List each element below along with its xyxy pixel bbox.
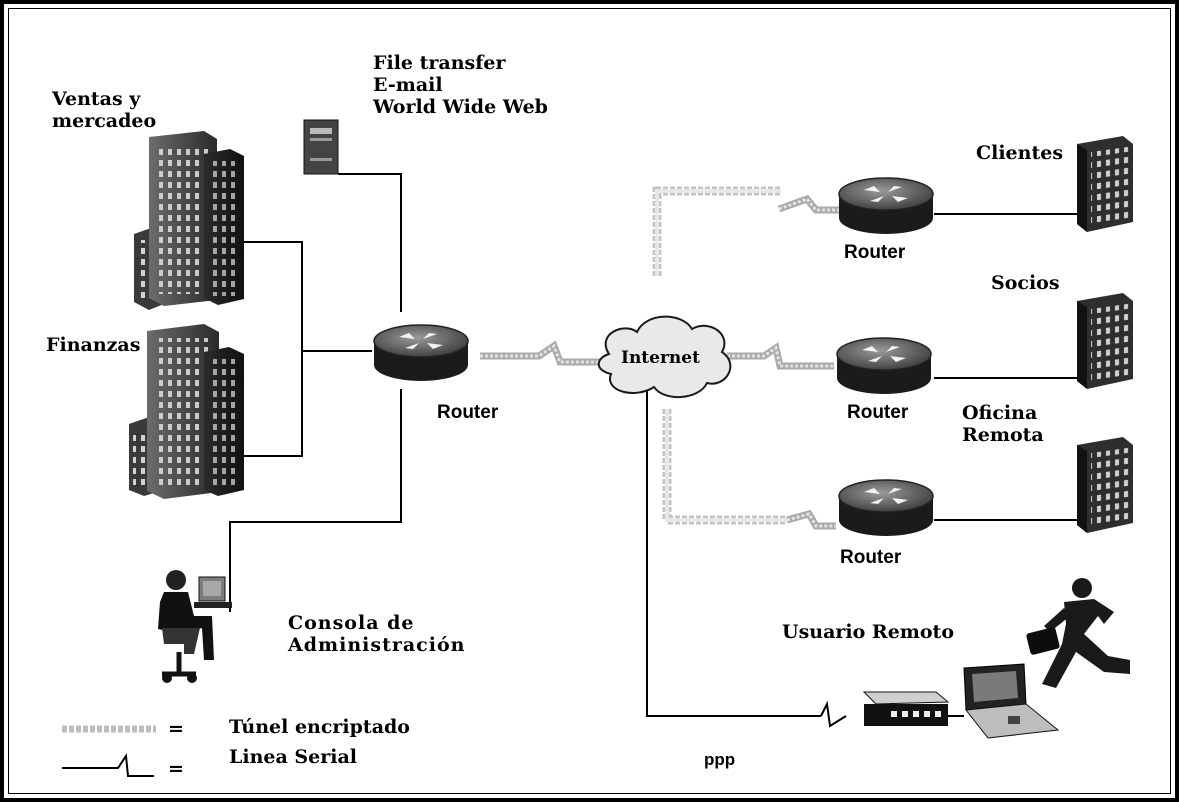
clients-building-icon xyxy=(1077,136,1133,232)
service-file-transfer: File transfer xyxy=(373,52,506,74)
partners-router-icon xyxy=(836,337,932,395)
partners-label: Socios xyxy=(991,272,1060,294)
sales-label: Ventas y mercadeo xyxy=(52,88,156,132)
serial-lines xyxy=(480,194,847,728)
clients-router-label: Router xyxy=(844,242,906,263)
diagram-graphics xyxy=(62,119,1133,777)
laptop-icon xyxy=(963,663,1060,739)
network-cables xyxy=(229,173,1077,717)
legend-equals-tunnel: = xyxy=(168,718,184,740)
remote-office-building-icon xyxy=(1077,437,1133,533)
admin-console-label: Consola de Administración xyxy=(288,612,465,656)
finance-label: Finanzas xyxy=(46,334,141,356)
admin-console-line2: Administración xyxy=(288,634,466,656)
partners-router-label: Router xyxy=(847,402,909,423)
sales-building-icon xyxy=(134,131,244,310)
legend-symbols xyxy=(62,725,156,777)
services-label: File transfer E-mail World Wide Web xyxy=(373,52,548,118)
remote-office-router-label: Router xyxy=(840,547,902,568)
admin-console-line1: Consola de xyxy=(288,612,415,634)
sales-label-line2: mercadeo xyxy=(52,110,157,132)
remote-office-router-icon xyxy=(838,479,934,537)
service-email: E-mail xyxy=(373,74,443,96)
remote-user-icon xyxy=(1026,578,1130,688)
admin-person-icon xyxy=(158,570,232,683)
modem-icon xyxy=(862,691,950,726)
finance-building-icon xyxy=(129,324,244,499)
legend-serial-label: Linea Serial xyxy=(229,746,357,768)
remote-office-line1: Oficina xyxy=(962,402,1038,424)
legend-tunnel-label: Túnel encriptado xyxy=(229,716,410,738)
remote-office-line2: Remota xyxy=(962,424,1044,446)
clients-router-icon xyxy=(838,177,934,235)
main-router-label: Router xyxy=(437,402,499,423)
service-www: World Wide Web xyxy=(373,96,548,118)
clients-label: Clientes xyxy=(976,142,1064,164)
internet-cloud-icon xyxy=(597,315,732,399)
internet-label: Internet xyxy=(621,348,700,368)
partners-building-icon xyxy=(1077,293,1133,389)
main-router-icon xyxy=(373,324,469,382)
remote-user-label: Usuario Remoto xyxy=(782,621,955,643)
sales-label-line1: Ventas y xyxy=(52,88,141,110)
legend-equals-serial: = xyxy=(168,758,184,780)
ppp-label: ppp xyxy=(704,750,736,769)
remote-office-label: Oficina Remota xyxy=(962,402,1044,446)
file-server-icon xyxy=(303,119,339,175)
